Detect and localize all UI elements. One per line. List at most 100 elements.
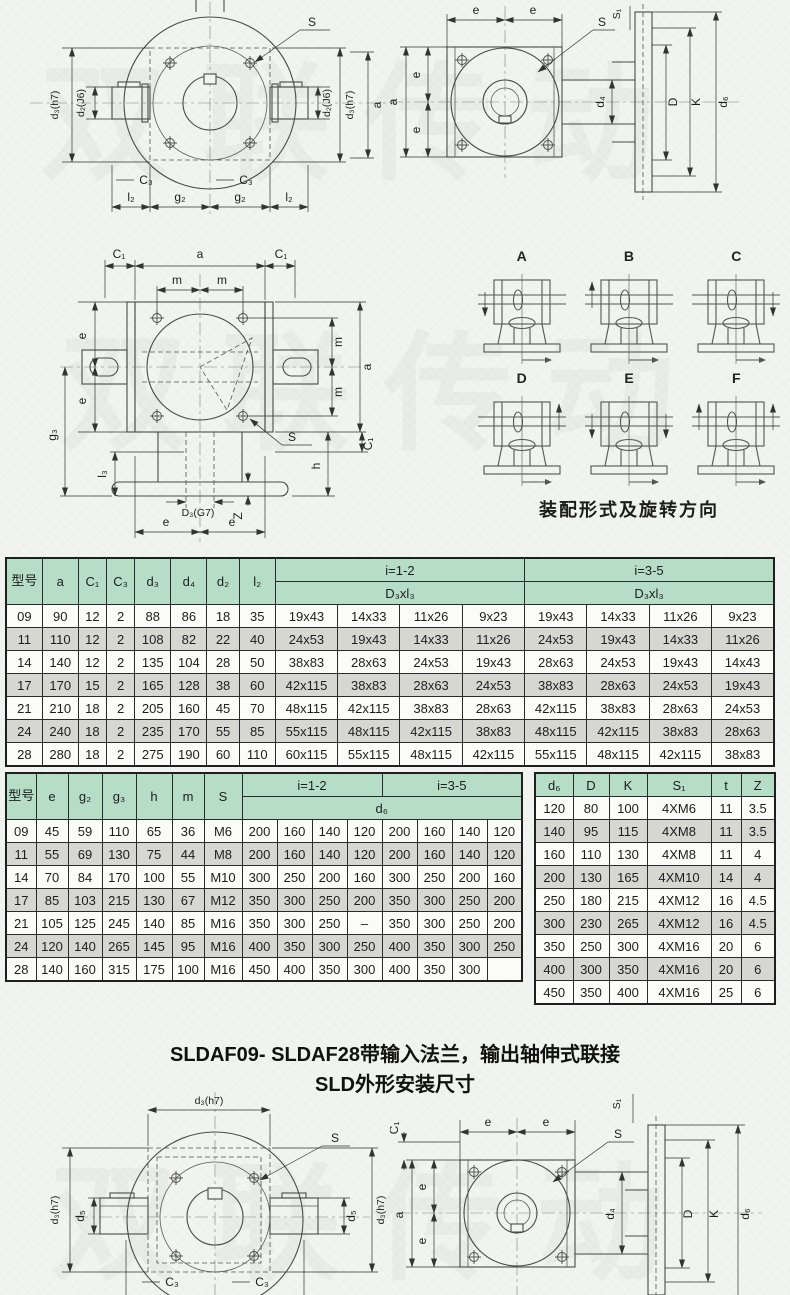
table-cell: 180 <box>572 888 610 912</box>
table-cell: 86 <box>170 604 208 628</box>
dim-label-a: a <box>392 1211 406 1218</box>
dim-label-e: e <box>415 1183 429 1190</box>
table-cell: 67 <box>171 888 205 912</box>
table-cell: 165 <box>134 673 172 697</box>
table-cell: 17 <box>5 888 37 912</box>
table-cell: 11x26 <box>648 604 713 628</box>
table-cell: 28x63 <box>337 650 401 674</box>
table-cell: 140 <box>41 650 79 674</box>
table-cell: 130 <box>135 888 173 912</box>
table-cell: 44 <box>171 842 205 866</box>
table-cell: 350 <box>276 934 313 958</box>
table-cell: 42x115 <box>274 673 339 697</box>
table-cell: 160 <box>170 696 208 720</box>
table-cell: 11 <box>5 627 43 651</box>
dim-label-c3: C₃ <box>239 173 253 187</box>
table-cell: 140 <box>451 842 488 866</box>
table-cell: 4XM16 <box>646 957 712 981</box>
table-cell: 24x53 <box>461 673 526 697</box>
table-cell: 14x33 <box>586 604 650 628</box>
dim-label-e: e <box>415 1237 429 1244</box>
table-cell: 400 <box>381 934 418 958</box>
dim-label-s: S <box>288 430 296 444</box>
table-cell: 80 <box>572 796 610 820</box>
table-cell: 19x43 <box>586 627 650 651</box>
table-cell: 82 <box>170 627 208 651</box>
column-header: C₃ <box>105 557 136 605</box>
table-cell: 4XM6 <box>646 796 712 820</box>
table-cell: 2 <box>105 719 136 743</box>
table-cell: 135 <box>134 650 172 674</box>
table-cell: 170 <box>170 719 208 743</box>
column-header: S <box>203 772 243 820</box>
table-cell: 11 <box>710 819 742 843</box>
table-cell: 240 <box>41 719 79 743</box>
table-cell: 28 <box>206 650 240 674</box>
table-cell: 400 <box>534 957 574 981</box>
table-cell: 160 <box>534 842 574 866</box>
dim-label-c3: C₃ <box>139 173 153 187</box>
table-cell: 250 <box>451 911 488 935</box>
dim-label-a: a <box>360 363 374 370</box>
column-header: l₂ <box>238 557 276 605</box>
table-cell: 105 <box>35 911 69 935</box>
dim-label-d3h7: d₃(h7) <box>344 91 356 120</box>
assembly-variant-c: C <box>683 248 790 366</box>
column-header: d₂ <box>206 557 240 605</box>
table-cell: 250 <box>346 934 383 958</box>
table-cell: 42x115 <box>524 696 588 720</box>
table-cell: M16 <box>203 957 243 982</box>
dim-label-e: e <box>473 3 480 17</box>
dim-label-s1: S₁ <box>611 1098 623 1109</box>
table-cell: 4 <box>740 842 776 866</box>
dim-label-l2: l₂ <box>285 190 293 204</box>
table-cell: 11x26 <box>461 627 526 651</box>
dim-label-e: e <box>75 397 89 404</box>
table-cell: 265 <box>101 934 137 958</box>
assembly-label: D <box>516 370 527 386</box>
group-header-i12: i=1-2 <box>274 557 526 582</box>
table-cell: 38x83 <box>274 650 339 674</box>
table-cell: 300 <box>241 865 278 889</box>
table-cell: 300 <box>276 911 313 935</box>
assembly-configurations: A B C D E <box>468 248 790 522</box>
dim-label-a: a <box>197 247 204 261</box>
table-cell: 16 <box>710 888 742 912</box>
table-cell: 140 <box>311 819 348 843</box>
table-cell: 28 <box>5 742 43 767</box>
table-cell: 19x43 <box>524 604 588 628</box>
table-cell: 170 <box>101 865 137 889</box>
table-cell: 19x43 <box>711 673 775 697</box>
table-cell: 200 <box>486 888 523 912</box>
table-cell: 85 <box>35 888 69 912</box>
table-cell: 200 <box>486 911 523 935</box>
table-cell: 18 <box>77 696 107 720</box>
assembly-label: B <box>623 248 635 264</box>
table-cell: 2 <box>105 650 136 674</box>
dim-label-D: D <box>681 1209 695 1218</box>
table-cell: 18 <box>77 742 107 767</box>
table-cell: 250 <box>486 934 523 958</box>
table-cell: 14x43 <box>711 650 775 674</box>
dim-label-c3: C₃ <box>165 1275 179 1289</box>
sub-header: D₃xl₃ <box>524 581 775 605</box>
table-cell: 125 <box>67 911 103 935</box>
table-cell: 6 <box>740 957 776 981</box>
table-cell: M8 <box>203 842 243 866</box>
table-cell: 250 <box>416 865 453 889</box>
assembly-variant-a: A <box>468 248 575 366</box>
table-cell: 250 <box>451 888 488 912</box>
table-cell: 21 <box>5 911 37 935</box>
table-cell: 128 <box>170 673 208 697</box>
table-cell: 4XM10 <box>646 865 712 889</box>
table-cell: 4.5 <box>740 911 776 935</box>
table-cell: 75 <box>135 842 173 866</box>
table-cell: 22 <box>206 627 240 651</box>
column-header-model: 型号 <box>5 557 43 605</box>
table-cell: 130 <box>608 842 648 866</box>
